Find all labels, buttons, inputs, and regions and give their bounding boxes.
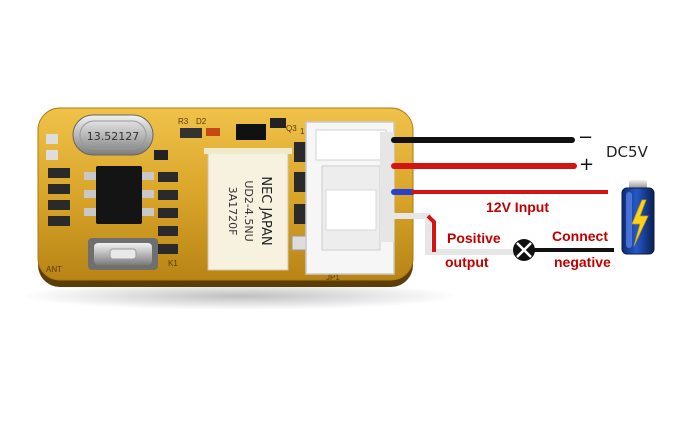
silk-r3: R3 [178,117,189,126]
input-12v-label: 12V Input [486,199,550,215]
negative-label: negative [554,254,611,270]
output-label: output [445,254,489,270]
resistor-column-left [48,168,70,226]
silk-jp: JP1 [326,273,340,282]
jst-connector [305,121,395,275]
positive-terminal-label: + [579,154,595,175]
silk-d2: D2 [196,117,207,126]
dc-supply-label: DC5V [606,143,648,161]
main-ic-chip [84,166,154,224]
negative-terminal-label: − [578,127,594,148]
relay-code: 3A1720F [226,187,239,236]
smd-components-right [291,142,307,251]
board-shadow [20,282,460,310]
smd-components-top [46,118,286,160]
wire-white [394,213,614,255]
nec-relay: NEC JAPAN UD2-4.5NU 3A1720F [204,148,292,271]
silk-k1: K1 [168,259,178,268]
resistor-column-right [158,172,178,254]
battery-icon [621,180,655,255]
relay-model: UD2-4.5NU [242,180,255,241]
push-button [88,238,158,270]
connect-label: Connect [552,228,608,244]
silk-pin: 1 [300,127,305,136]
silk-ant: ANT [46,265,62,274]
relay-brand: NEC JAPAN [258,176,273,245]
positive-label: Positive [447,230,501,246]
crystal-oscillator: 13.52127 [72,114,154,156]
crystal-marking: 13.52127 [87,130,140,143]
cross-circle-icon [513,239,535,261]
silk-q3: Q3 [286,124,297,133]
